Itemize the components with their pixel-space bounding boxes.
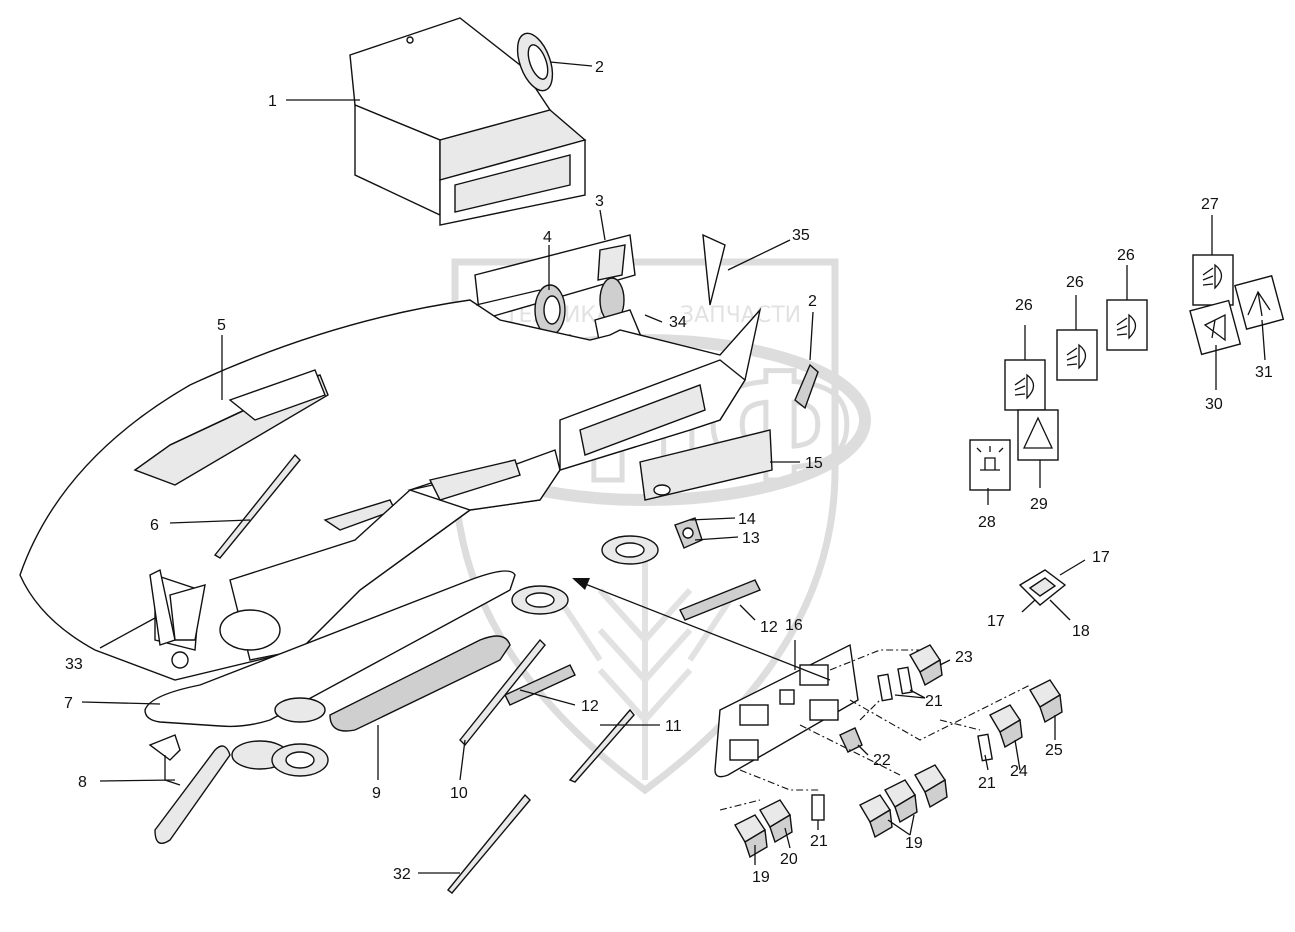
callout-18: 18: [1072, 623, 1090, 640]
callout-12: 12: [760, 619, 778, 636]
callout-2: 2: [808, 293, 817, 310]
part-35-sunshade: [702, 233, 726, 306]
callout-29: 29: [1030, 496, 1048, 513]
decal-stickers: [969, 254, 1285, 491]
callout-26: 26: [1015, 297, 1033, 314]
watermark-text-right: ЗАПЧАСТИ: [680, 303, 801, 328]
callout-28: 28: [978, 514, 996, 531]
callout-30: 30: [1205, 396, 1223, 413]
callout-16: 16: [785, 617, 803, 634]
callout-8: 8: [78, 774, 87, 791]
part-33-bracket: [149, 568, 206, 646]
callout-3: 3: [595, 193, 604, 210]
part-10-strip: [459, 638, 546, 747]
leader-lines: [81, 61, 1266, 874]
callout-21: 21: [925, 693, 943, 710]
callout-31: 31: [1255, 364, 1273, 381]
callout-6: 6: [150, 517, 159, 534]
part-17-18-bezel: [1018, 569, 1067, 606]
warning-triangle-icon: [1017, 409, 1059, 461]
part-12-grilles: [504, 579, 761, 706]
rocker-switches: [734, 644, 1063, 859]
part-1-housing: [349, 17, 587, 226]
callout-17: 17: [987, 613, 1005, 630]
callout-21: 21: [810, 833, 828, 850]
headlight-icon: [1056, 329, 1098, 381]
part-6-strip: [213, 453, 301, 559]
wiper-icon: [1189, 299, 1242, 356]
part-2-grommet-top: [516, 32, 554, 92]
callout-7: 7: [64, 695, 73, 712]
callout-24: 24: [1010, 763, 1028, 780]
callout-34: 34: [669, 314, 687, 331]
dash-dot-leaders: [719, 649, 1031, 811]
rear-wiper-icon: [1234, 274, 1285, 330]
callout-1: 1: [268, 93, 277, 110]
callout-35: 35: [792, 227, 810, 244]
callout-33: 33: [65, 656, 83, 673]
switch-inserts: [811, 666, 993, 821]
part-13-14-switch: [674, 517, 703, 549]
callout-23: 23: [955, 649, 973, 666]
callout-14: 14: [738, 511, 756, 528]
part-22-switch: [839, 727, 863, 753]
callout-10: 10: [450, 785, 468, 802]
callout-5: 5: [217, 317, 226, 334]
headlight-icon: [1004, 359, 1046, 411]
callout-13: 13: [742, 530, 760, 547]
vent-grommets: [231, 535, 659, 777]
part-9-grille-plate: [329, 635, 511, 732]
callout-26: 26: [1066, 274, 1084, 291]
callout-19: 19: [752, 869, 770, 886]
part-4-ring: [534, 284, 566, 336]
callout-9: 9: [372, 785, 381, 802]
callout-21: 21: [978, 775, 996, 792]
assembly-arrow: [572, 578, 831, 681]
part-16-switch-panel: [714, 643, 859, 778]
callout-20: 20: [780, 851, 798, 868]
beacon-light-icon: [969, 439, 1011, 491]
part-2-clip-right: [794, 363, 819, 410]
callout-19: 19: [905, 835, 923, 852]
callout-2: 2: [595, 59, 604, 76]
part-11-strip: [568, 708, 635, 783]
callout-4: 4: [543, 229, 552, 246]
callout-15: 15: [805, 455, 823, 472]
callout-17: 17: [1092, 549, 1110, 566]
callout-26: 26: [1117, 247, 1135, 264]
callout-12: 12: [581, 698, 599, 715]
watermark-shield-icon: [451, 258, 839, 795]
callout-32: 32: [393, 866, 411, 883]
callout-27: 27: [1201, 196, 1219, 213]
part-32-strip: [446, 793, 531, 894]
part-7-tray: [144, 570, 516, 728]
part-8-mirror: [148, 734, 231, 844]
callout-labels: 1 2 2 3 4 5 6 7 8 9 10 11 12 12 13 14 15…: [64, 59, 1273, 886]
part-15-panel: [639, 429, 773, 501]
headlight-icon: [1192, 254, 1234, 306]
callout-22: 22: [873, 752, 891, 769]
headlight-icon: [1106, 299, 1148, 351]
callout-11: 11: [665, 718, 682, 735]
wheat-icon: [557, 560, 733, 780]
callout-25: 25: [1045, 742, 1063, 759]
